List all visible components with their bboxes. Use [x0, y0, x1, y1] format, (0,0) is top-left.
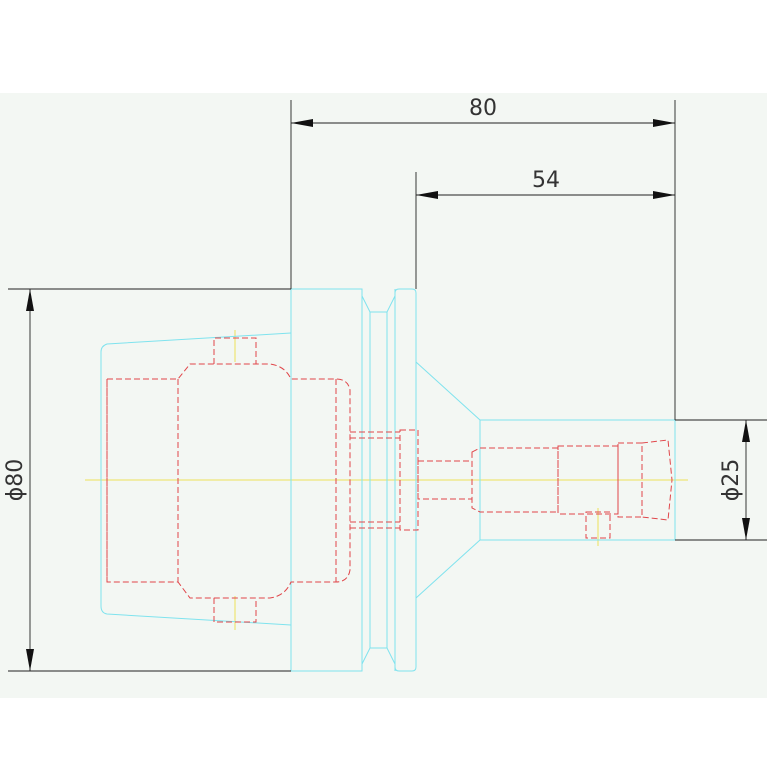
part-outline	[100, 288, 676, 672]
groove-bottom-outline	[361, 647, 396, 671]
flange-outline	[290, 288, 363, 672]
dim-d80-arrow-top	[26, 289, 34, 311]
groove-top-outline	[361, 289, 396, 313]
shank-bore	[471, 447, 559, 513]
dim-d80-label: ϕ80	[3, 459, 28, 502]
radial-hole	[585, 511, 611, 539]
ring-outline	[394, 288, 417, 672]
top-slot	[213, 337, 257, 364]
inner-cavity	[106, 363, 351, 599]
dim-54-arrow-right	[653, 191, 675, 199]
taper-body-outline	[100, 332, 292, 626]
hidden-features	[106, 337, 673, 623]
dim-d25-label: ϕ25	[719, 459, 744, 502]
dim-54-arrow-left	[416, 191, 438, 199]
drawing-background-band	[0, 93, 767, 698]
cone-bottom-edge	[415, 539, 481, 599]
shank-outline	[479, 419, 676, 541]
shank-counterbore	[617, 442, 643, 518]
dim-d80-arrow-bottom	[26, 649, 34, 671]
dim-54-label: 54	[532, 168, 560, 193]
dim-80-arrow-right	[653, 119, 675, 127]
dim-80-arrow-left	[291, 119, 313, 127]
dim-d25-arrow-bottom	[742, 518, 750, 540]
bottom-slot	[213, 598, 257, 623]
dim-d25-arrow-top	[742, 420, 750, 442]
shank-end-chamfer	[641, 439, 673, 521]
dimensions: 80 54 ϕ80 ϕ25	[3, 96, 767, 672]
dim-80-label: 80	[469, 96, 497, 121]
cone-top-edge	[415, 361, 481, 421]
